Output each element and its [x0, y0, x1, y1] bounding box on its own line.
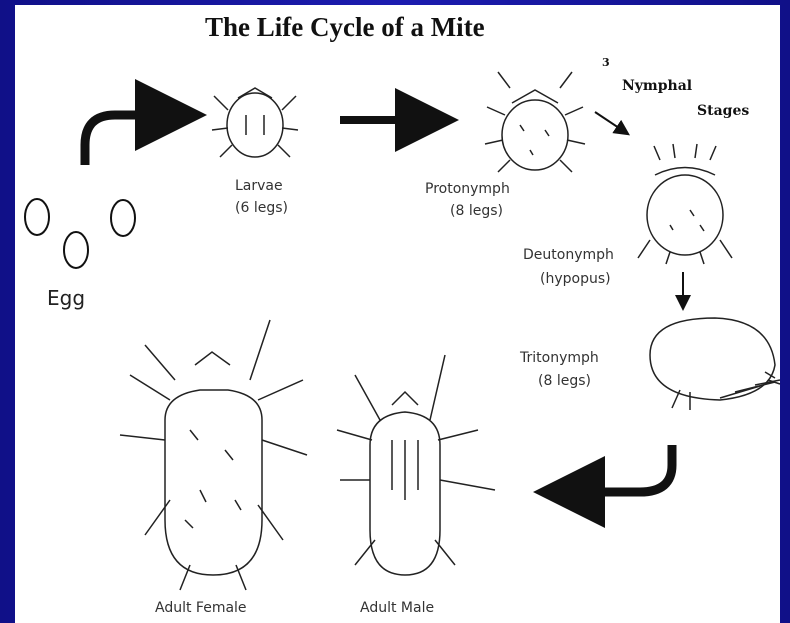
adult-male-label: Adult Male — [360, 600, 434, 616]
egg-label: Egg — [47, 286, 85, 310]
tritonymph-legs-label: (8 legs) — [538, 373, 591, 389]
adult-female-mite-icon — [120, 320, 307, 590]
arrow-tritonymph-to-adults — [560, 445, 672, 492]
nymphal-stage-count: 3 — [602, 56, 610, 69]
egg-icon — [25, 199, 135, 268]
nymphal-header-line2: Stages — [697, 103, 749, 119]
larvae-label: Larvae — [235, 178, 283, 194]
adult-female-label: Adult Female — [155, 600, 247, 616]
deutonymph-note-label: (hypopus) — [540, 271, 611, 287]
larva-mite-icon — [212, 88, 298, 157]
tritonymph-mite-icon — [650, 318, 780, 410]
arrow-protonymph-to-deutonymph — [595, 112, 625, 132]
protonymph-legs-label: (8 legs) — [450, 203, 503, 219]
arrow-egg-to-larvae — [85, 115, 180, 165]
deutonymph-mite-icon — [638, 144, 732, 264]
adult-male-mite-icon — [337, 355, 495, 575]
larvae-legs-label: (6 legs) — [235, 200, 288, 216]
protonymph-label: Protonymph — [425, 181, 510, 197]
protonymph-mite-icon — [485, 72, 585, 172]
tritonymph-label: Tritonymph — [520, 350, 599, 366]
nymphal-header-line1: Nymphal — [622, 78, 692, 94]
deutonymph-label: Deutonymph — [523, 247, 614, 263]
